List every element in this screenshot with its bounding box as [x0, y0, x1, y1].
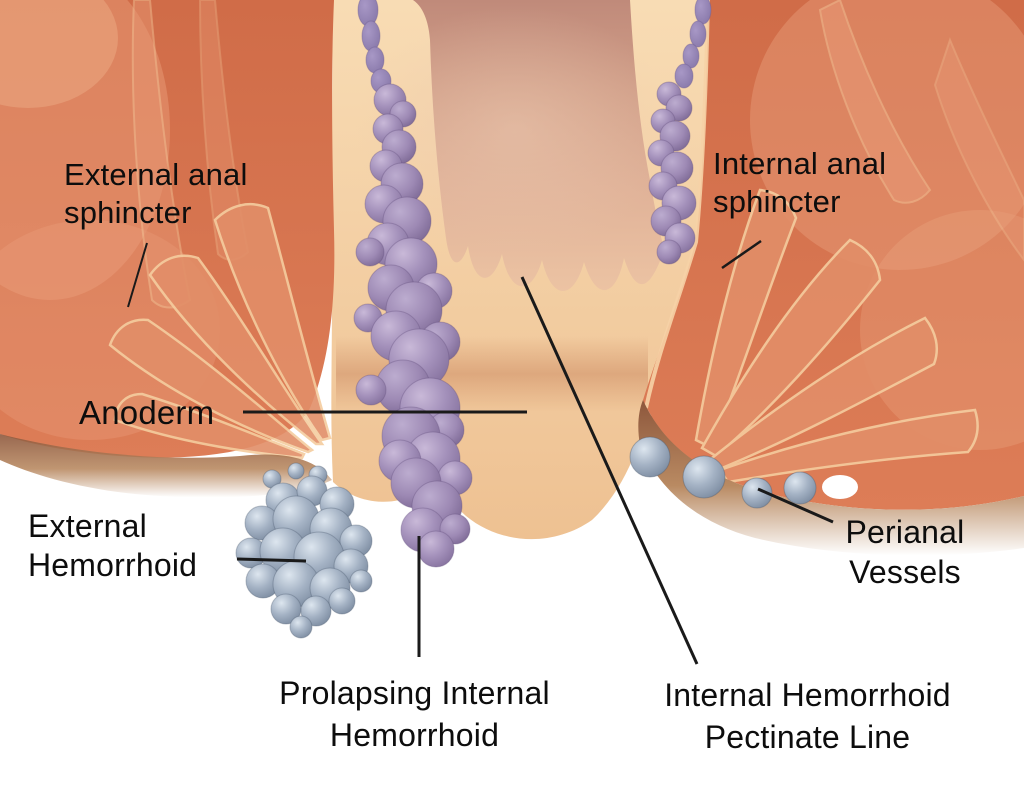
external-hemorrhoid-pointer-line: [236, 557, 307, 563]
left-muscle-external-sphincter: [0, 0, 335, 460]
label-line: Pectinate Line: [704, 719, 911, 755]
mucosa-highlight: [355, 5, 675, 255]
label-external-hemorrhoid: External Hemorrhoid: [28, 507, 197, 585]
label-line: Internal anal: [713, 146, 887, 181]
left-perianal-skin: [0, 434, 332, 498]
perianal-vessels-graphic: [629, 436, 817, 509]
label-line: Internal Hemorrhoid: [664, 677, 951, 713]
label-line: Vessels: [849, 554, 961, 590]
external-sphincter-pointer-line: [127, 242, 148, 308]
label-line: Hemorrhoid: [329, 717, 500, 753]
label-line: sphincter: [64, 195, 192, 230]
skin-white-notch: [822, 475, 858, 499]
perianal-vessels-pointer-line: [757, 487, 834, 524]
internal-hemorrhoid-graphic: [647, 81, 697, 265]
label-line: Hemorrhoid: [28, 547, 198, 583]
label-line: Prolapsing Internal: [279, 675, 550, 711]
external-hemorrhoid-graphic: [235, 462, 373, 639]
label-internal-hemorrhoid-pectinate-line: Internal Hemorrhoid Pectinate Line: [625, 674, 990, 758]
pectinate-line-pointer-line: [520, 276, 699, 665]
right-rectal-vein: [674, 0, 712, 89]
label-line: External: [28, 508, 147, 544]
label-anoderm: Anoderm: [79, 393, 214, 432]
label-line: External anal: [64, 157, 248, 192]
label-line: Anoderm: [79, 394, 215, 431]
label-perianal-vessels: Perianal Vessels: [800, 512, 1010, 592]
right-perianal-skin: [638, 400, 1024, 556]
label-line: Perianal: [845, 514, 965, 550]
internal-sphincter-pointer-line: [721, 239, 762, 270]
label-prolapsing-internal-hemorrhoid: Prolapsing Internal Hemorrhoid: [232, 672, 597, 756]
prolapsing-internal-hemorrhoid-graphic: [353, 83, 473, 568]
label-internal-anal-sphincter: Internal anal sphincter: [713, 145, 886, 221]
right-muscle-internal-sphincter: [643, 0, 1024, 510]
label-external-anal-sphincter: External anal sphincter: [64, 156, 248, 232]
label-line: sphincter: [713, 184, 841, 219]
